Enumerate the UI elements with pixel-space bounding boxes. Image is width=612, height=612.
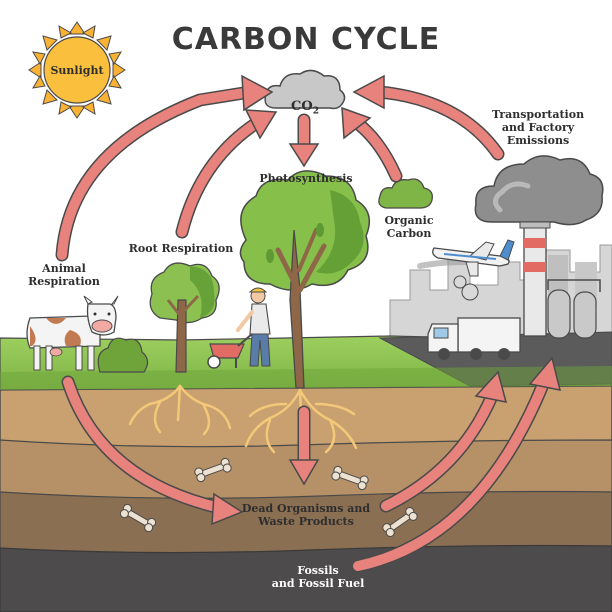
arrow-organic-carbon <box>341 106 403 183</box>
organic-carbon-cloud-icon <box>378 178 433 209</box>
sun-icon <box>28 21 126 119</box>
factory-icon <box>519 221 601 339</box>
bone-icons <box>119 457 418 537</box>
label-co2: CO2 <box>280 87 330 119</box>
arrow-animal-respiration <box>55 74 274 262</box>
large-tree-icon <box>239 170 371 389</box>
diagram-title: CARBON CYCLE <box>171 22 441 57</box>
arrow-photosynthesis <box>288 113 320 168</box>
label-organic-carbon: Organic Carbon <box>384 214 434 240</box>
arrow-root-respiration <box>175 109 278 239</box>
label-transportation-emissions: Transportation and Factory Emissions <box>491 108 585 147</box>
arrow-roots-down <box>288 405 320 486</box>
arrow-fossil-fuel-up <box>351 356 562 573</box>
gardener-icon <box>207 287 271 369</box>
truck-icon <box>427 275 521 360</box>
bush-icon <box>97 337 149 373</box>
small-tree-icon <box>149 262 220 373</box>
arrow-decay-up <box>379 370 508 513</box>
cow-icon <box>26 295 119 371</box>
label-dead-organisms: Dead Organisms and Waste Products <box>241 502 371 528</box>
cycle-arrows <box>55 74 562 573</box>
label-sunlight: Sunlight <box>50 64 104 77</box>
label-root-respiration: Root Respiration <box>128 242 234 255</box>
label-animal-respiration: Animal Respiration <box>28 262 100 288</box>
arrow-to-dead-organisms-left <box>61 375 244 526</box>
label-co2-subscript: 2 <box>312 106 319 117</box>
label-co2-main: CO <box>291 99 313 114</box>
airplane-icon <box>417 239 515 277</box>
arrow-transport-emissions <box>352 74 505 161</box>
smoke-cloud-icon <box>474 155 604 226</box>
label-photosynthesis: Photosynthesis <box>259 172 353 185</box>
label-fossils: Fossils and Fossil Fuel <box>271 564 365 590</box>
